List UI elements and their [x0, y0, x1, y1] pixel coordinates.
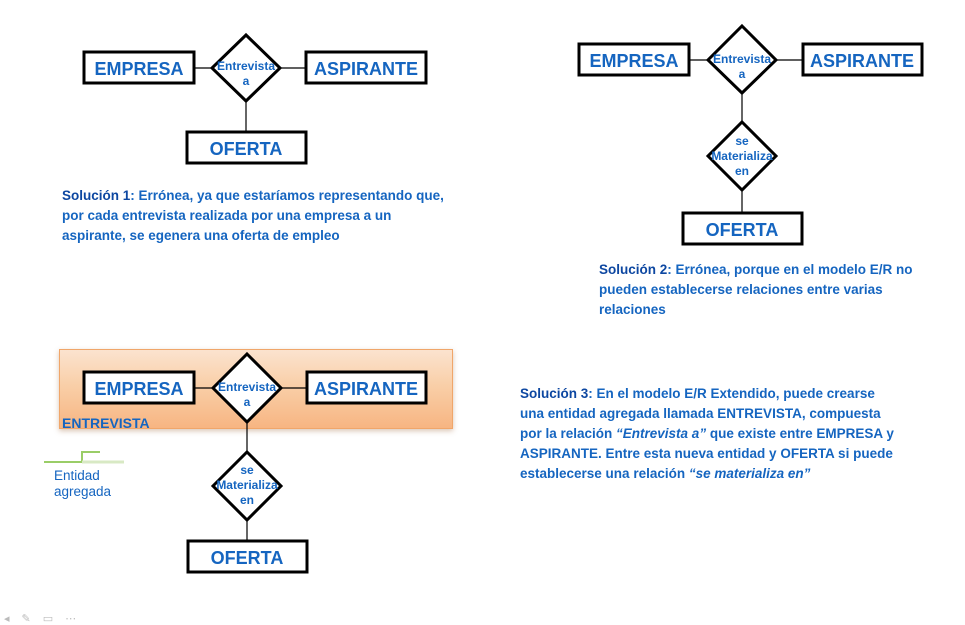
relation-label: Entrevista [713, 52, 771, 66]
solution-2-text: : Errónea, porque en el modelo E/R no pu… [599, 262, 913, 317]
relation-materializa [210, 449, 284, 523]
relation-label: Entrevista [217, 59, 275, 73]
entity-aspirante [305, 370, 428, 405]
entity-label: OFERTA [211, 548, 284, 568]
solution-3-label: Solución 3 [520, 386, 589, 401]
solution-3-text-b: que existe entre EMPRESA y ASPIRANTE. En… [520, 426, 894, 481]
relation-entrevista [209, 32, 283, 104]
relation-materializa [705, 119, 779, 193]
relation-label: Entrevista [218, 380, 276, 394]
aggregate-note-line: Entidad [54, 468, 100, 483]
solution-3-quote-b: “se materializa en” [688, 466, 811, 481]
slides-icon[interactable]: ▭ [42, 612, 66, 625]
entity-empresa [82, 370, 196, 405]
aggregate-note-line: agregada [54, 484, 112, 499]
solution-1-label: Solución 1 [62, 188, 131, 203]
entity-oferta [185, 130, 308, 165]
entity-aspirante [801, 42, 924, 77]
solution-3-quote-a: “Entrevista a” [616, 426, 707, 441]
entity-label: EMPRESA [589, 51, 678, 71]
pen-icon[interactable]: ✎ [21, 612, 43, 625]
aggregate-note: Entidad agregada [54, 468, 111, 500]
diagram-3: EMPRESA ASPIRANTE OFERTA Entrevista a se… [44, 351, 428, 574]
callout-bracket [44, 451, 100, 463]
relation-label: a [739, 67, 746, 81]
entity-label: ASPIRANTE [314, 379, 418, 399]
relation-label: a [244, 395, 251, 409]
relation-label: a [243, 74, 250, 88]
entity-label: ASPIRANTE [314, 59, 418, 79]
entity-label: ASPIRANTE [810, 51, 914, 71]
relation-label: en [735, 164, 749, 178]
solution-1: Solución 1: Errónea, ya que estaríamos r… [62, 186, 447, 246]
entity-label: EMPRESA [94, 59, 183, 79]
solution-2: Solución 2: Errónea, porque en el modelo… [599, 260, 919, 320]
entity-empresa [82, 50, 196, 85]
more-icon[interactable]: ⋯ [65, 612, 89, 625]
entity-oferta [186, 539, 309, 574]
diagram-1: EMPRESA ASPIRANTE OFERTA Entrevista a [82, 32, 428, 165]
entity-label: EMPRESA [94, 379, 183, 399]
diagram-2: EMPRESA ASPIRANTE OFERTA Entrevista a se… [577, 23, 924, 246]
slide-toolbar: ◂✎▭⋯ [4, 612, 88, 625]
relation-label: se [240, 463, 254, 477]
relation-entrevista [210, 351, 284, 425]
aggregate-name: ENTREVISTA [62, 415, 150, 431]
relation-label: Materializa [216, 478, 278, 492]
relation-label: se [735, 134, 749, 148]
entity-label: OFERTA [210, 139, 283, 159]
entity-oferta [681, 211, 804, 246]
solution-3: Solución 3: En el modelo E/R Extendido, … [520, 384, 895, 484]
entity-aspirante [304, 50, 428, 85]
solution-2-label: Solución 2 [599, 262, 668, 277]
solution-1-text: : Errónea, ya que estaríamos representan… [62, 188, 444, 243]
relation-label: en [240, 493, 254, 507]
entity-label: OFERTA [706, 220, 779, 240]
relation-entrevista [705, 23, 779, 96]
left-arrow-icon[interactable]: ◂ [4, 612, 22, 625]
relation-label: Materializa [711, 149, 773, 163]
entity-empresa [577, 42, 691, 77]
solution-3-text-a: : En el modelo E/R Extendido, puede crea… [520, 386, 881, 441]
